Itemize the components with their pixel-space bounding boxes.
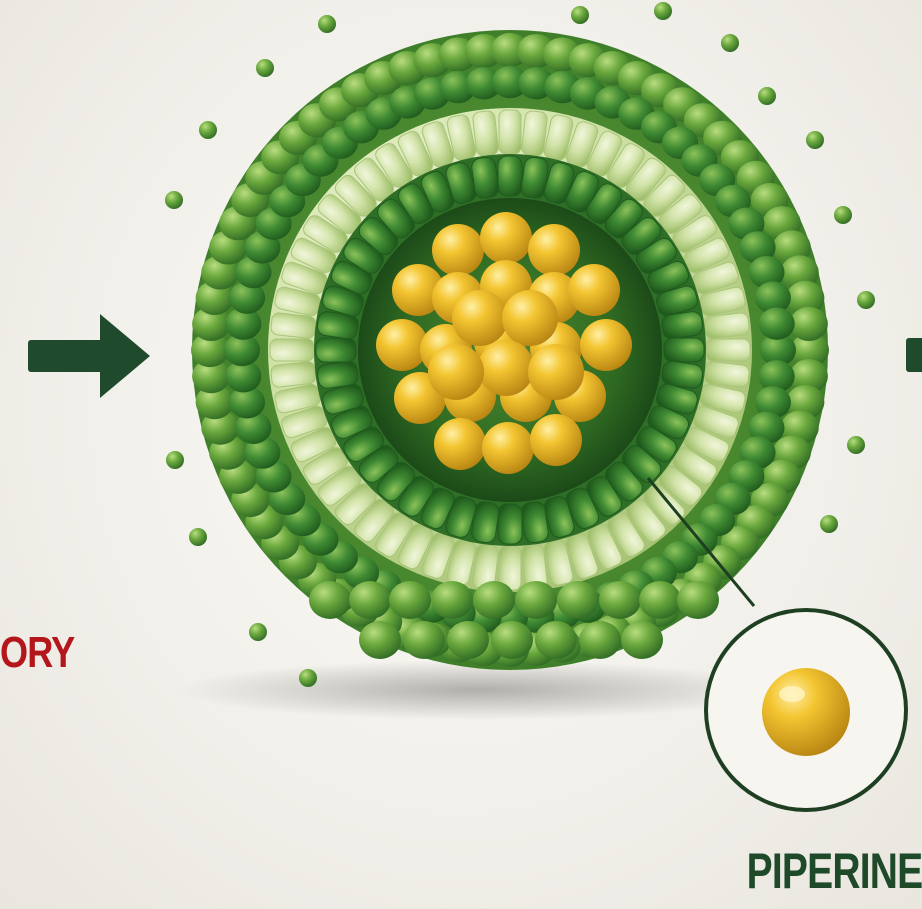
piperine-sphere (478, 340, 534, 396)
piperine-sphere (580, 319, 632, 371)
lipid-head (535, 621, 577, 659)
lipid-head (491, 621, 533, 659)
lipid-tail (270, 312, 316, 339)
piperine-molecule (762, 668, 850, 756)
lipid-head (447, 621, 489, 659)
piperine-sphere (502, 290, 558, 346)
particle-dot (857, 291, 875, 309)
particle-dot (847, 436, 865, 454)
lipid-head (403, 621, 445, 659)
lipid-tail (472, 110, 499, 156)
lipid-tail (704, 312, 750, 339)
right-arrow-icon (28, 314, 150, 398)
particle-dot (256, 59, 274, 77)
lipid-tail (521, 110, 548, 156)
lipid-head (579, 621, 621, 659)
lipid-head (621, 621, 663, 659)
particle-dot (299, 669, 317, 687)
particle-dot (820, 515, 838, 533)
piperine-sphere (434, 418, 486, 470)
drop-shadow (178, 660, 778, 720)
piperine-sphere (428, 344, 484, 400)
lipid-head (639, 581, 681, 619)
particle-dot (249, 623, 267, 641)
lipid-head (790, 307, 828, 341)
particle-dot (654, 2, 672, 20)
lipid-head (389, 581, 431, 619)
lipid-head (359, 621, 401, 659)
lipid-head (473, 581, 515, 619)
lipid-tail (270, 339, 314, 361)
inner-lipid-head (316, 338, 356, 362)
lipid-head (677, 581, 719, 619)
inner-lipid-head (498, 504, 522, 544)
particle-dot (318, 15, 336, 33)
lipid-tail (499, 110, 521, 154)
piperine-sphere (376, 319, 428, 371)
particle-dot (758, 87, 776, 105)
right-arrow-icon (906, 338, 922, 372)
particle-dot (834, 206, 852, 224)
piperine-sphere (528, 344, 584, 400)
piperine-label: PIPERINE (746, 842, 922, 900)
particle-dot (571, 6, 589, 24)
lipid-tail (704, 361, 750, 388)
particle-dot (189, 528, 207, 546)
particle-dot (166, 451, 184, 469)
particle-dot (165, 191, 183, 209)
piperine-sphere (530, 414, 582, 466)
particle-dot (721, 34, 739, 52)
lipid-head (309, 581, 351, 619)
piperine-sphere (482, 422, 534, 474)
lipid-head (431, 581, 473, 619)
lipid-tail (706, 339, 750, 361)
molecule-highlight (779, 686, 805, 702)
lipid-tail (270, 361, 316, 388)
lipid-head (349, 581, 391, 619)
lipid-head (759, 308, 795, 340)
lipid-head (557, 581, 599, 619)
piperine-sphere (568, 264, 620, 316)
particle-dot (199, 121, 217, 139)
particle-dot (806, 131, 824, 149)
piperine-sphere (528, 224, 580, 276)
nanoparticle-sphere (191, 30, 829, 670)
lipid-head (599, 581, 641, 619)
left-label-partial: ORY (0, 628, 74, 678)
piperine-sphere (480, 212, 532, 264)
piperine-sphere (432, 224, 484, 276)
lipid-head (515, 581, 557, 619)
inner-lipid-head (664, 338, 704, 362)
piperine-sphere (452, 290, 508, 346)
inner-lipid-head (498, 156, 522, 196)
